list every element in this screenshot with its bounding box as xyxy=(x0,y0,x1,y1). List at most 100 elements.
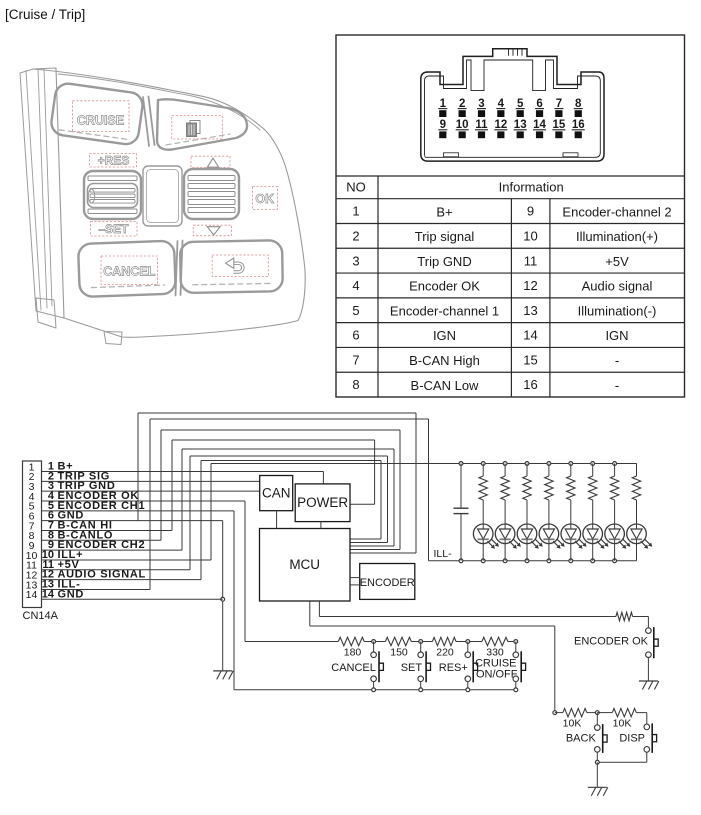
svg-text:11: 11 xyxy=(524,253,538,268)
svg-text:8: 8 xyxy=(352,377,359,392)
svg-text:13: 13 xyxy=(26,579,38,591)
svg-text:Audio signal: Audio signal xyxy=(582,279,653,294)
svg-text:GND: GND xyxy=(58,588,85,600)
svg-text:15: 15 xyxy=(523,352,537,367)
svg-text:+RES: +RES xyxy=(98,154,130,168)
svg-text:10: 10 xyxy=(42,549,54,561)
svg-text:6: 6 xyxy=(29,510,35,522)
svg-text:B-CAN High: B-CAN High xyxy=(409,353,480,368)
svg-text:16: 16 xyxy=(572,119,585,131)
svg-text:10K: 10K xyxy=(563,718,582,730)
svg-text:ENCODER CH2: ENCODER CH2 xyxy=(58,539,146,551)
svg-text:13: 13 xyxy=(42,578,54,590)
svg-text:10: 10 xyxy=(456,119,469,131)
svg-text:ILL-: ILL- xyxy=(58,578,81,590)
svg-text:CANCEL: CANCEL xyxy=(103,265,155,279)
svg-text:–SET: –SET xyxy=(98,222,129,236)
svg-text:12: 12 xyxy=(523,278,537,293)
svg-text:150: 150 xyxy=(390,647,408,659)
svg-text:Information: Information xyxy=(499,180,564,195)
svg-text:ENCODER OK: ENCODER OK xyxy=(58,490,140,502)
svg-text:7: 7 xyxy=(48,519,54,531)
svg-text:CN14A: CN14A xyxy=(23,610,59,622)
svg-text:GND: GND xyxy=(58,510,85,522)
svg-text:15: 15 xyxy=(553,119,566,131)
svg-text:NO: NO xyxy=(346,180,366,195)
svg-text:3: 3 xyxy=(29,481,35,493)
svg-text:7: 7 xyxy=(29,520,35,532)
svg-text:4: 4 xyxy=(498,98,505,110)
svg-text:14: 14 xyxy=(533,119,546,131)
svg-text:14: 14 xyxy=(26,589,38,601)
svg-text:5: 5 xyxy=(29,501,35,513)
svg-text:ENCODER CH1: ENCODER CH1 xyxy=(58,500,146,512)
svg-text:14: 14 xyxy=(523,328,537,343)
svg-text:10: 10 xyxy=(523,228,537,243)
svg-text:[Cruise / Trip]: [Cruise / Trip] xyxy=(5,7,85,22)
svg-text:1: 1 xyxy=(352,204,359,219)
svg-text:ON/OFF: ON/OFF xyxy=(476,669,518,681)
svg-text:11: 11 xyxy=(42,559,54,571)
svg-text:POWER: POWER xyxy=(297,495,348,510)
svg-text:CAN: CAN xyxy=(262,486,291,501)
svg-text:1: 1 xyxy=(29,461,35,473)
svg-text:5: 5 xyxy=(352,303,359,318)
svg-text:AUDIO SIGNAL: AUDIO SIGNAL xyxy=(58,569,146,581)
svg-text:9: 9 xyxy=(440,119,446,131)
svg-text:+5V: +5V xyxy=(605,254,629,269)
svg-text:13: 13 xyxy=(514,119,527,131)
svg-text:B-CAN Low: B-CAN Low xyxy=(411,378,480,393)
svg-text:3: 3 xyxy=(352,253,359,268)
svg-text:4: 4 xyxy=(29,491,35,503)
svg-text:DISP: DISP xyxy=(619,733,645,745)
svg-text:MCU: MCU xyxy=(289,557,320,572)
svg-text:B-CANLO: B-CANLO xyxy=(58,529,114,541)
svg-text:CRUISE: CRUISE xyxy=(77,114,124,128)
svg-text:11: 11 xyxy=(26,560,37,572)
svg-text:12: 12 xyxy=(42,569,54,581)
svg-text:ENCODER OK: ENCODER OK xyxy=(574,636,649,648)
svg-text:Illumination(+): Illumination(+) xyxy=(576,229,658,244)
svg-text:8: 8 xyxy=(575,98,582,110)
svg-text:-: - xyxy=(615,378,619,393)
svg-text:11: 11 xyxy=(475,119,488,131)
svg-text:9: 9 xyxy=(29,540,35,552)
svg-text:ILL+: ILL+ xyxy=(58,549,84,561)
svg-text:Encoder OK: Encoder OK xyxy=(409,279,480,294)
svg-text:8: 8 xyxy=(48,529,54,541)
svg-text:TRIP SIG: TRIP SIG xyxy=(58,470,110,482)
svg-text:BACK: BACK xyxy=(566,733,597,745)
svg-text:6: 6 xyxy=(48,510,54,522)
svg-text:ENCODER: ENCODER xyxy=(360,577,415,589)
svg-text:3: 3 xyxy=(478,98,484,110)
svg-text:TRIP GND: TRIP GND xyxy=(58,480,116,492)
svg-text:9: 9 xyxy=(48,539,54,551)
svg-text:180: 180 xyxy=(344,647,362,659)
svg-text:OK: OK xyxy=(255,192,274,206)
svg-text:14: 14 xyxy=(42,588,55,600)
svg-text:RES+: RES+ xyxy=(439,662,468,674)
svg-text:5: 5 xyxy=(48,500,54,512)
svg-text:2: 2 xyxy=(352,228,359,243)
svg-text:+5V: +5V xyxy=(58,559,80,571)
svg-text:4: 4 xyxy=(352,278,359,293)
svg-text:B-CAN HI: B-CAN HI xyxy=(58,519,113,531)
svg-text:10: 10 xyxy=(26,550,38,562)
svg-text:12: 12 xyxy=(26,569,38,581)
svg-text:CRUISE: CRUISE xyxy=(475,658,517,670)
svg-text:8: 8 xyxy=(29,530,35,542)
svg-text:2: 2 xyxy=(29,471,35,483)
svg-text:-: - xyxy=(615,353,619,368)
svg-text:2: 2 xyxy=(48,470,54,482)
svg-text:3: 3 xyxy=(48,480,54,492)
svg-text:ILL-: ILL- xyxy=(434,548,453,560)
svg-text:10K: 10K xyxy=(613,718,632,730)
svg-text:1: 1 xyxy=(48,461,54,473)
svg-text:IGN: IGN xyxy=(433,328,456,343)
svg-text:B+: B+ xyxy=(436,204,452,219)
svg-text:CANCEL: CANCEL xyxy=(331,662,376,674)
svg-text:13: 13 xyxy=(523,303,537,318)
svg-text:5: 5 xyxy=(517,98,524,110)
svg-text:6: 6 xyxy=(536,98,542,110)
svg-text:4: 4 xyxy=(48,490,55,502)
